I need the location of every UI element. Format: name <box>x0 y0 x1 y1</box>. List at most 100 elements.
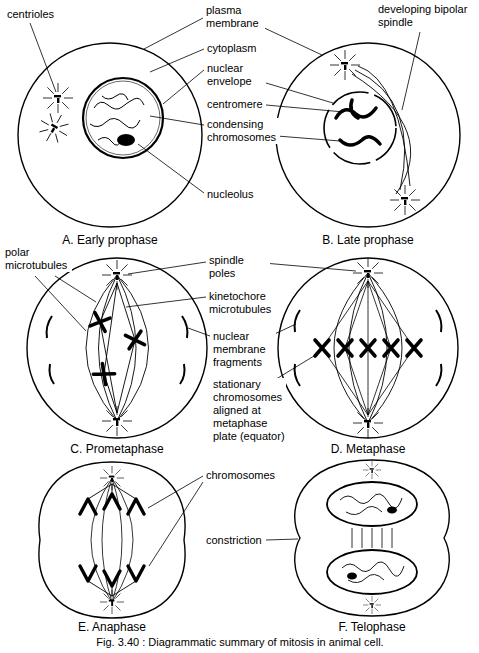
metaphase-cell <box>353 408 383 438</box>
part-label: nuclear envelope <box>206 62 266 88</box>
metaphase-cell <box>295 310 442 386</box>
stage-label: C. Prometaphase <box>69 442 164 456</box>
part-label: kinetochore microtubules <box>208 290 280 316</box>
metaphase-cell <box>407 340 421 356</box>
metaphase-cell <box>315 340 329 356</box>
part-label: developing bipolar spindle <box>377 3 477 29</box>
late-prophase-cell <box>276 43 460 227</box>
late-prophase-cell <box>330 50 360 80</box>
prometaphase-cell <box>27 258 207 438</box>
telophase-cell <box>363 596 381 614</box>
telophase-cell <box>327 550 417 594</box>
leader-lines <box>30 18 420 566</box>
anaphase-cell <box>88 484 136 596</box>
metaphase-cell <box>384 340 398 356</box>
leader-lines <box>277 136 340 141</box>
leader-lines <box>144 18 203 49</box>
metaphase-cell <box>322 281 414 415</box>
early-prophase-cell <box>18 43 202 227</box>
leader-lines <box>126 297 206 307</box>
leader-lines <box>266 105 344 112</box>
part-label: nuclear membrane fragments <box>212 330 276 369</box>
part-label: nucleolus <box>206 188 254 201</box>
anaphase-cell <box>100 590 124 614</box>
part-label: plasma membrane <box>205 4 265 30</box>
stage-label: E. Anaphase <box>77 620 147 634</box>
leader-lines <box>55 276 96 302</box>
telophase-cell <box>347 573 357 580</box>
part-label: stationary chromosomes aligned at metaph… <box>212 378 286 443</box>
leader-lines <box>188 328 210 336</box>
leader-lines <box>163 70 204 104</box>
anaphase-cell <box>91 478 133 602</box>
leader-lines <box>256 80 333 103</box>
leader-lines <box>402 32 420 110</box>
anaphase-cell <box>100 466 124 490</box>
part-label: centromere <box>206 98 264 111</box>
prometaphase-cell <box>27 258 207 438</box>
figure-caption: Fig. 3.40 : Diagrammatic summary of mito… <box>95 636 384 649</box>
anaphase-cell <box>80 566 96 581</box>
anaphase-cell <box>104 494 120 509</box>
stage-label: F. Telophase <box>337 620 406 634</box>
telophase-cell <box>352 528 392 548</box>
prometaphase-cell <box>102 260 132 290</box>
early-prophase-cell <box>34 108 75 149</box>
prometaphase-cell <box>90 313 110 332</box>
part-label: cytoplasm <box>206 42 258 55</box>
early-prophase-cell <box>86 81 160 155</box>
late-prophase-cell <box>336 100 380 145</box>
leader-lines <box>128 262 206 274</box>
leader-lines <box>148 476 203 508</box>
part-label: centrioles <box>6 8 55 21</box>
part-label: condensing chromosomes <box>206 118 280 144</box>
late-prophase-cell <box>390 185 420 215</box>
prometaphase-cell <box>86 275 149 421</box>
anaphase-cell <box>128 499 144 514</box>
part-label: constriction <box>205 534 263 547</box>
telophase-cell <box>387 507 397 514</box>
metaphase-cell <box>361 340 375 356</box>
anaphase-cell <box>39 462 185 618</box>
leader-lines <box>258 25 322 55</box>
early-prophase-cell <box>90 94 144 145</box>
prometaphase-cell <box>102 406 132 436</box>
leader-lines <box>30 23 56 92</box>
anaphase-cell <box>39 462 185 618</box>
leader-lines <box>149 482 203 566</box>
anaphase-cell <box>80 499 96 514</box>
telophase-cell <box>327 482 417 526</box>
metaphase-cell <box>278 258 458 438</box>
telophase-cell <box>295 460 450 616</box>
late-prophase-cell <box>276 43 460 227</box>
stage-label: B. Late prophase <box>321 233 414 247</box>
anaphase-cell <box>128 566 144 581</box>
telophase-cell <box>363 461 381 479</box>
metaphase-cell <box>353 258 383 288</box>
early-prophase-cell <box>117 134 135 146</box>
telophase-cell <box>340 494 404 583</box>
telophase-cell <box>295 460 450 616</box>
prometaphase-cell <box>93 363 114 384</box>
leader-lines <box>35 276 86 331</box>
metaphase-cell <box>338 340 352 356</box>
leader-lines <box>266 539 298 540</box>
early-prophase-cell <box>18 43 202 227</box>
part-label: chromosomes <box>205 469 276 482</box>
stage-label: D. Metaphase <box>330 442 407 456</box>
early-prophase-cell <box>43 83 73 113</box>
late-prophase-cell <box>352 66 411 194</box>
part-label: spindle poles <box>208 254 270 280</box>
prometaphase-cell <box>47 316 188 384</box>
late-prophase-cell <box>324 92 396 164</box>
stage-label: A. Early prophase <box>61 233 158 247</box>
anaphase-cell <box>104 571 120 586</box>
leader-lines <box>150 116 204 125</box>
leader-lines <box>150 49 204 72</box>
prometaphase-cell <box>125 331 144 349</box>
leader-lines <box>138 144 204 193</box>
early-prophase-cell <box>83 78 163 158</box>
part-label: polar microtubules <box>4 246 72 272</box>
metaphase-cell <box>278 258 458 438</box>
